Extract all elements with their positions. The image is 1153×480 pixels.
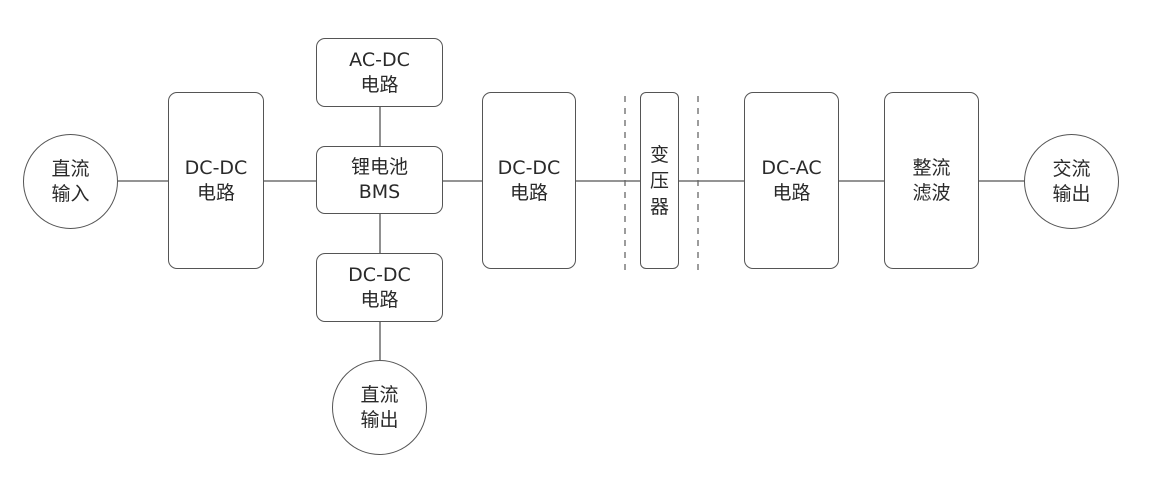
ac-output-label-line1: 交流	[1052, 157, 1091, 180]
dc-input-node: 直流 输入	[23, 134, 118, 229]
acdc-circuit-label-line1: AC-DC	[349, 48, 410, 71]
dcdc-circuit-2-label-line1: DC-DC	[497, 156, 561, 179]
dcdc-circuit-1-label-line1: DC-DC	[184, 156, 248, 179]
dcac-circuit-label-line1: DC-AC	[761, 156, 822, 179]
transformer-label-char3: 器	[649, 195, 669, 218]
dc-output-label-line1: 直流	[360, 383, 399, 406]
dcdc-circuit-2: DC-DC 电路	[482, 92, 576, 269]
dc-output-node: 直流 输出	[332, 360, 427, 455]
rectify-filter: 整流 滤波	[884, 92, 979, 269]
battery-bms-label-line1: 锂电池	[350, 156, 408, 178]
rectify-filter-label-line1: 整流	[912, 156, 951, 179]
dcdc-circuit-2-label-line2: 电路	[509, 181, 548, 204]
dc-input-label-line1: 直流	[51, 157, 90, 180]
ac-output-node: 交流 输出	[1024, 134, 1119, 229]
battery-bms-label-line2: BMS	[358, 181, 401, 203]
transformer: 变 压 器	[640, 92, 679, 269]
dcdc-circuit-lower-label-line2: 电路	[360, 288, 399, 311]
dc-input-label-line2: 输入	[51, 182, 90, 205]
dcac-circuit: DC-AC 电路	[744, 92, 839, 269]
transformer-label-char2: 压	[649, 169, 669, 192]
battery-bms: 锂电池 BMS	[316, 146, 443, 214]
dcdc-circuit-1-label-line2: 电路	[196, 181, 235, 204]
rectify-filter-label-line2: 滤波	[912, 181, 951, 204]
transformer-label-char1: 变	[649, 143, 669, 166]
ac-output-label-line2: 输出	[1052, 182, 1091, 205]
dcdc-circuit-lower: DC-DC 电路	[316, 253, 443, 322]
dc-output-label-line2: 输出	[360, 408, 399, 431]
dcdc-circuit-lower-label-line1: DC-DC	[348, 263, 411, 286]
dcac-circuit-label-line2: 电路	[772, 181, 811, 204]
dcdc-circuit-1: DC-DC 电路	[168, 92, 264, 269]
acdc-circuit: AC-DC 电路	[316, 38, 443, 107]
acdc-circuit-label-line2: 电路	[360, 73, 399, 96]
